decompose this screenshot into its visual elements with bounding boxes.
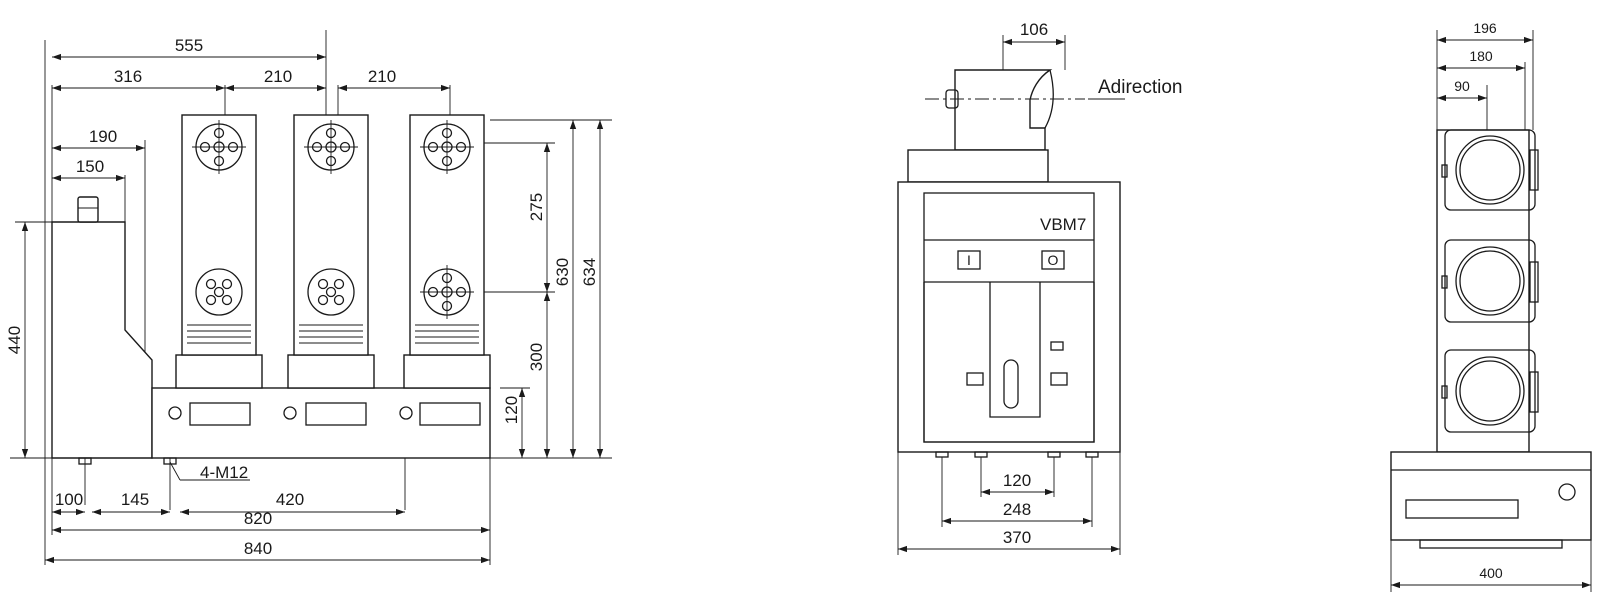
dim-side-120: 120 bbox=[1003, 471, 1031, 490]
dim-634: 634 bbox=[580, 258, 599, 286]
indicator-right bbox=[1050, 372, 1068, 386]
indicator-left bbox=[966, 372, 984, 386]
pole-2 bbox=[287, 114, 375, 389]
dim-300: 300 bbox=[527, 343, 546, 371]
indicator-small bbox=[1050, 341, 1064, 351]
bolt-label: 4-M12 bbox=[200, 463, 248, 482]
dim-420: 420 bbox=[276, 490, 304, 509]
pole-1 bbox=[175, 114, 263, 389]
dim-555: 555 bbox=[175, 36, 203, 55]
side-cabinet bbox=[897, 181, 1121, 453]
dim-90: 90 bbox=[1454, 78, 1470, 94]
front-view: 555 316 210 210 190 150 440 275 300 120 … bbox=[5, 30, 612, 565]
end-base-knob bbox=[1558, 483, 1576, 501]
dim-100: 100 bbox=[55, 490, 83, 509]
front-base bbox=[151, 387, 491, 459]
mounting-foot bbox=[78, 457, 92, 465]
dim-180: 180 bbox=[1469, 48, 1493, 64]
contact-arm bbox=[954, 69, 1053, 151]
insulator-top bbox=[907, 149, 1049, 183]
dim-210-a: 210 bbox=[264, 67, 292, 86]
dim-275: 275 bbox=[527, 193, 546, 221]
model-label: VBM7 bbox=[1040, 215, 1086, 234]
end-view: 196 180 90 bbox=[1390, 20, 1592, 592]
pole-end-2 bbox=[1441, 239, 1539, 323]
mounting-foot bbox=[163, 457, 177, 465]
off-symbol: O bbox=[1048, 252, 1059, 268]
end-base bbox=[1390, 451, 1592, 541]
on-symbol: I bbox=[967, 252, 971, 268]
mechanism-housing bbox=[51, 221, 153, 459]
dim-120: 120 bbox=[502, 396, 521, 424]
dim-630: 630 bbox=[553, 258, 572, 286]
dim-248: 248 bbox=[1003, 500, 1031, 519]
dim-145: 145 bbox=[121, 490, 149, 509]
dim-196: 196 bbox=[1473, 20, 1497, 36]
dim-150: 150 bbox=[76, 157, 104, 176]
position-window bbox=[1003, 359, 1019, 409]
direction-label: Adirection bbox=[1098, 77, 1183, 98]
pole-end-1 bbox=[1441, 129, 1539, 211]
side-view: Adirection 106 VBM7 I O 120 bbox=[897, 20, 1183, 555]
front-dimensions: 555 316 210 210 190 150 440 275 300 120 … bbox=[5, 36, 604, 564]
dim-400: 400 bbox=[1479, 565, 1503, 581]
off-button[interactable] bbox=[1041, 250, 1065, 270]
on-button[interactable] bbox=[957, 250, 981, 270]
dim-440: 440 bbox=[5, 326, 24, 354]
dim-106: 106 bbox=[1020, 20, 1048, 39]
pole-3 bbox=[403, 114, 491, 389]
dim-840: 840 bbox=[244, 539, 272, 558]
handle-slot bbox=[989, 282, 1041, 418]
mechanism-knob bbox=[77, 196, 99, 223]
dim-316: 316 bbox=[114, 67, 142, 86]
dim-370: 370 bbox=[1003, 528, 1031, 547]
base-indicators bbox=[168, 402, 481, 426]
dim-210-b: 210 bbox=[368, 67, 396, 86]
pole-stack bbox=[1436, 129, 1530, 453]
end-base-window bbox=[1405, 499, 1519, 519]
dim-820: 820 bbox=[244, 509, 272, 528]
dim-190: 190 bbox=[89, 127, 117, 146]
pole-end-3 bbox=[1441, 349, 1539, 433]
